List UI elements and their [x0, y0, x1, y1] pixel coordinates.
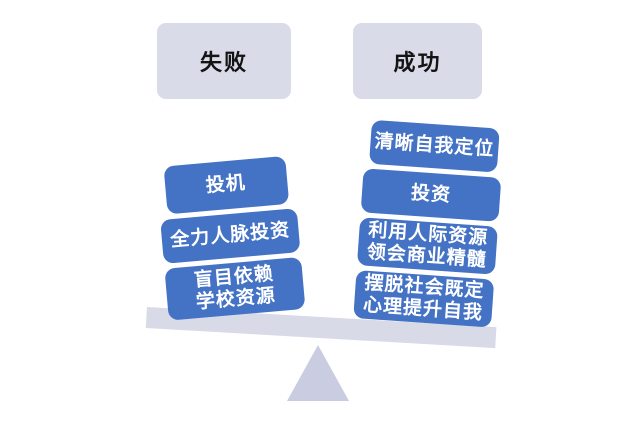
fulcrum-triangle: [287, 345, 349, 401]
success-item-1-line-0: 投资: [410, 182, 452, 207]
failure-label-box: 失败: [157, 23, 291, 99]
success-stack: 清晰自我定位 投资 利用人际资源 领会商业精髓 摆脱社会既定 心理提升自我: [353, 119, 505, 328]
failure-item-1-line-0: 全力人脉投资: [169, 219, 291, 252]
success-item-0: 清晰自我定位: [369, 119, 500, 173]
success-item-1: 投资: [360, 168, 502, 222]
success-item-3: 摆脱社会既定 心理提升自我: [353, 270, 495, 328]
success-item-0-line-0: 清晰自我定位: [373, 131, 496, 161]
failure-item-0: 投机: [163, 155, 289, 215]
success-label-box: 成功: [353, 23, 482, 99]
failure-item-1: 全力人脉投资: [160, 208, 301, 264]
success-item-2: 利用人际资源 领会商业精髓: [356, 217, 498, 275]
failure-item-0-line-0: 投机: [204, 172, 247, 197]
failure-stack: 投机 全力人脉投资 盲目依赖 学校资源: [156, 155, 306, 321]
failure-item-2: 盲目依赖 学校资源: [164, 256, 306, 321]
